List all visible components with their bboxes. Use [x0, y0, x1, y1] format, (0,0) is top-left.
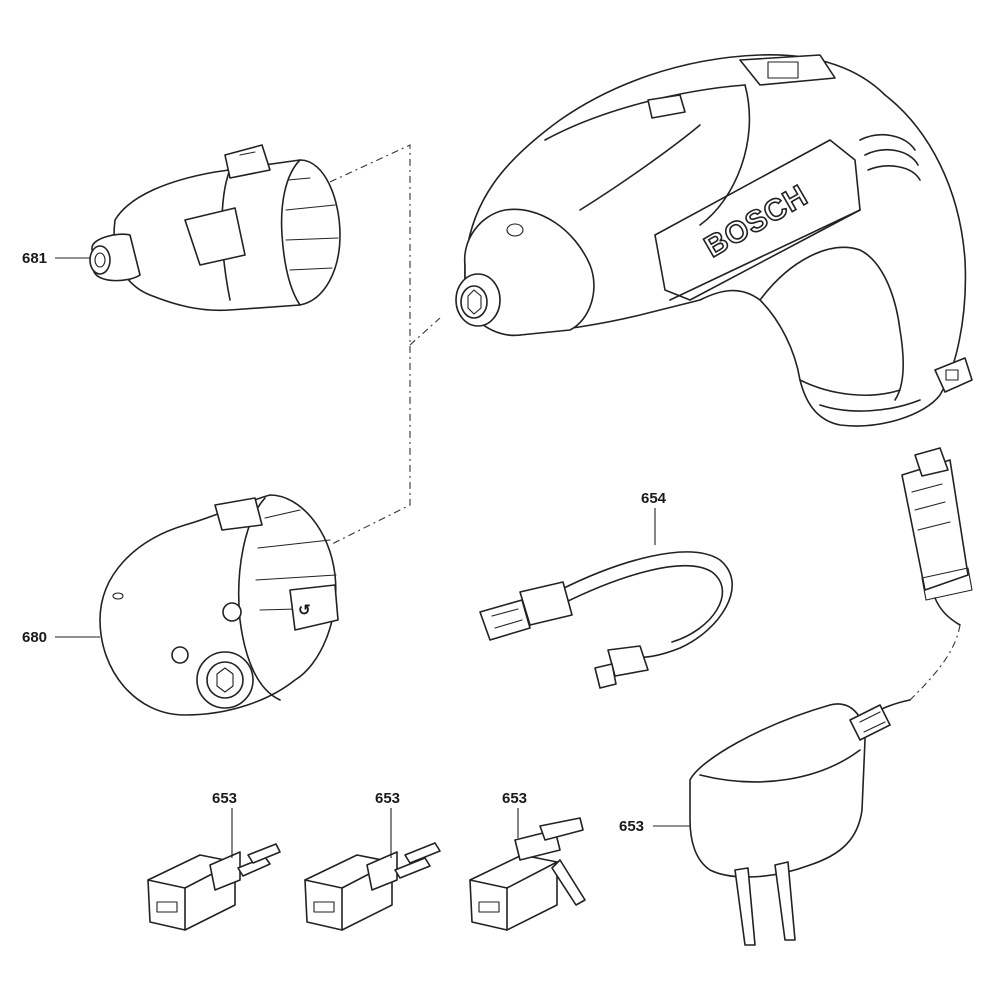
- callout-653-b: 653: [375, 790, 400, 807]
- usb-cable-654: [479, 551, 733, 689]
- attachment-680: ↺: [99, 494, 339, 716]
- charger-653-large: [689, 703, 891, 946]
- callout-653-d: 653: [619, 818, 644, 835]
- callout-labels: 681 680 654 653 653 653 653: [22, 250, 667, 835]
- attachment-681: [89, 144, 341, 312]
- cordless-screwdriver: BOSCH: [455, 54, 973, 427]
- plug-adapter-c: [469, 817, 586, 931]
- plug-adapter-a: [147, 843, 281, 931]
- callout-653-c: 653: [502, 790, 527, 807]
- charger-cable: [859, 447, 973, 721]
- adapter-arrow-mark: ↺: [298, 602, 311, 619]
- plug-adapter-b: [304, 842, 441, 931]
- assembly-dash-lines: [329, 144, 441, 546]
- callout-681: 681: [22, 250, 47, 267]
- callout-654: 654: [641, 490, 667, 507]
- callout-653-a: 653: [212, 790, 237, 807]
- leader-lines: [55, 257, 690, 858]
- callout-680: 680: [22, 629, 47, 646]
